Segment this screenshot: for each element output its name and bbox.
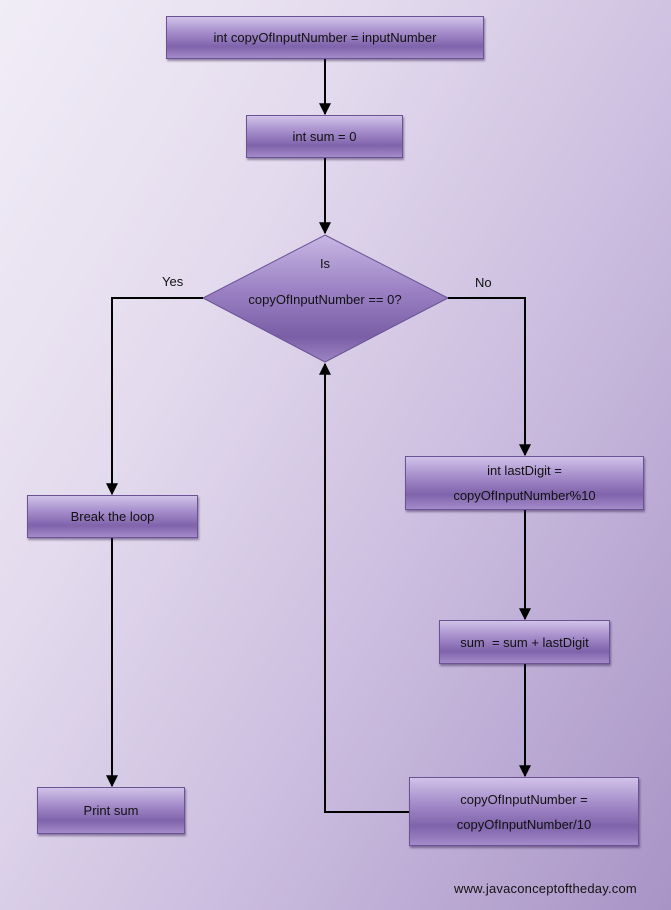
sum-update-box: sum = sum + lastDigit: [439, 620, 610, 664]
print-sum-text: Print sum: [83, 803, 139, 818]
print-sum-box: Print sum: [37, 787, 185, 834]
break-loop-text: Break the loop: [70, 509, 155, 524]
divide-line-1: copyOfInputNumber =: [460, 791, 588, 807]
decision-line-1: Is: [319, 256, 331, 271]
init-copy-text: int copyOfInputNumber = inputNumber: [213, 30, 437, 45]
decision-line-2: copyOfInputNumber == 0?: [248, 292, 402, 307]
divide-line-2: copyOfInputNumber/10: [456, 816, 592, 832]
no-label-text: No: [475, 275, 492, 290]
arrow-yes-to-break: [106, 297, 203, 496]
last-digit-line-2: copyOfInputNumber%10: [453, 488, 596, 503]
yes-label: Yes: [162, 274, 183, 289]
arrow-divide-loop-back: [319, 362, 409, 813]
yes-label-text: Yes: [162, 274, 184, 289]
footer-url: www.javaconceptoftheday.com: [454, 881, 637, 896]
last-digit-line-1: int lastDigit =: [487, 463, 562, 478]
decision-diamond: [201, 234, 450, 363]
break-loop-box: Break the loop: [27, 495, 198, 538]
init-copy-box: int copyOfInputNumber = inputNumber: [166, 16, 484, 59]
sum-update-text: sum = sum + lastDigit: [460, 634, 589, 650]
decision-text-top: Is: [305, 256, 345, 271]
init-sum-text: int sum = 0: [292, 129, 357, 144]
divide-box: copyOfInputNumber = copyOfInputNumber/10: [409, 777, 639, 846]
init-sum-box: int sum = 0: [246, 115, 403, 158]
no-label: No: [475, 275, 492, 290]
decision-text-bottom: copyOfInputNumber == 0?: [225, 292, 425, 307]
arrow-no-to-last-digit: [448, 297, 531, 457]
last-digit-box: int lastDigit = copyOfInputNumber%10: [405, 456, 644, 510]
